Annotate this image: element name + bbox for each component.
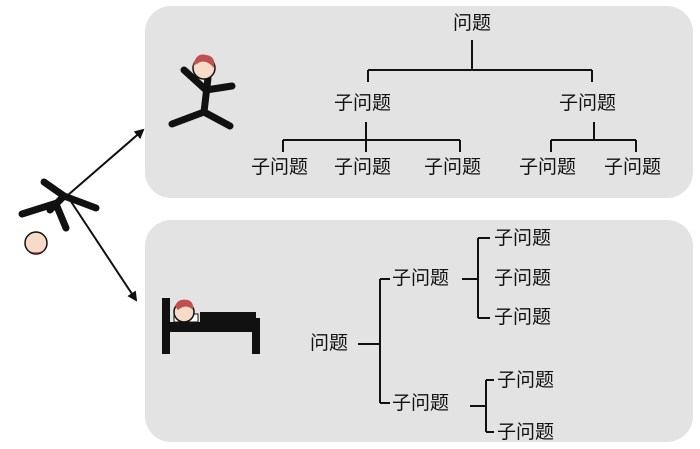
bed-sleeping-person-icon xyxy=(162,298,260,354)
top-root-label: 问题 xyxy=(453,12,492,34)
arrow-to-bottom-panel xyxy=(67,196,138,302)
bottom-grandchild-1-3-label: 子问题 xyxy=(494,306,552,328)
bottom-tree-lines xyxy=(358,237,494,433)
bottom-grandchild-1-2-label: 子问题 xyxy=(494,267,552,289)
bottom-grandchild-2-1-label: 子问题 xyxy=(497,369,555,391)
top-tree-lines xyxy=(282,40,637,152)
bottom-child-1-label: 子问题 xyxy=(392,267,450,289)
falling-person-icon xyxy=(18,178,100,255)
bottom-root-label: 问题 xyxy=(310,332,349,354)
bottom-child-2-label: 子问题 xyxy=(392,392,450,414)
top-grandchild-1-3-label: 子问题 xyxy=(424,156,482,178)
bottom-grandchild-1-1-label: 子问题 xyxy=(494,227,552,249)
bottom-grandchild-2-2-label: 子问题 xyxy=(497,421,555,443)
running-person-icon xyxy=(168,54,236,130)
top-child-1-label: 子问题 xyxy=(334,92,392,114)
top-grandchild-2-2-label: 子问题 xyxy=(604,156,662,178)
top-grandchild-2-1-label: 子问题 xyxy=(519,156,577,178)
top-child-2-label: 子问题 xyxy=(559,92,617,114)
top-grandchild-1-2-label: 子问题 xyxy=(334,156,392,178)
top-grandchild-1-1-label: 子问题 xyxy=(251,156,309,178)
arrow-to-top-panel xyxy=(67,128,145,196)
top-panel xyxy=(145,6,693,198)
